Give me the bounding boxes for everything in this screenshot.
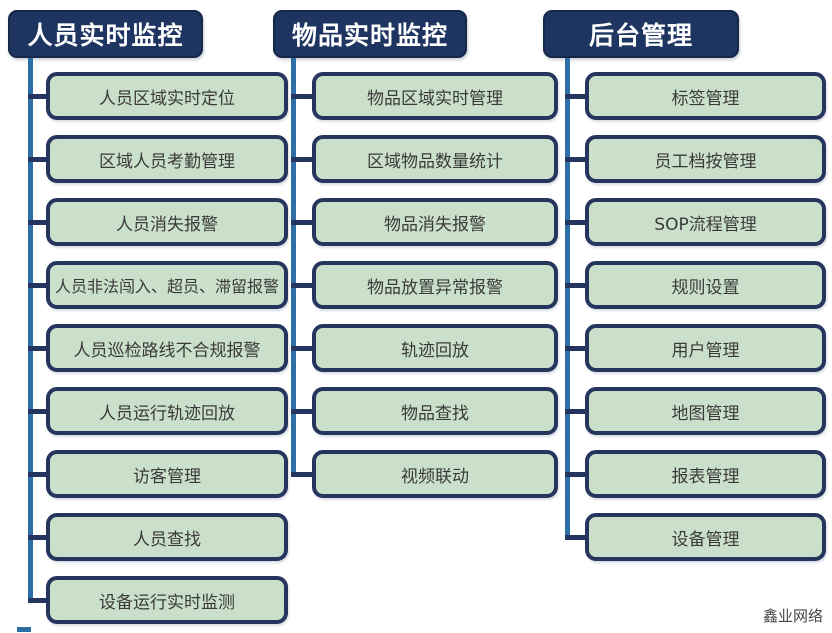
node-asset-monitoring-item-2: 区域物品数量统计	[312, 135, 558, 183]
node-label: 轨迹回放	[401, 340, 469, 361]
node-backend-management-item-8: 设备管理	[585, 513, 826, 561]
node-label: 物品查找	[401, 403, 469, 424]
node-label: 物品区域实时管理	[367, 88, 503, 109]
node-label: 访客管理	[133, 466, 201, 487]
connector-stub	[291, 345, 312, 351]
node-asset-monitoring-item-6: 物品查找	[312, 387, 558, 435]
node-label: 人员巡检路线不合规报警	[73, 340, 261, 361]
node-label: 物品消失报警	[384, 214, 486, 235]
node-personnel-monitoring-item-2: 区域人员考勤管理	[46, 135, 288, 183]
connector-stub	[565, 471, 585, 477]
node-backend-management-item-7: 报表管理	[585, 450, 826, 498]
node-label: 视频联动	[401, 466, 469, 487]
connector-stub	[28, 156, 46, 162]
connector-trunk-backend-management	[565, 58, 570, 540]
node-asset-monitoring-item-7: 视频联动	[312, 450, 558, 498]
node-label: 员工档按管理	[654, 151, 757, 172]
connector-stub	[291, 219, 312, 225]
node-personnel-monitoring-item-3: 人员消失报警	[46, 198, 288, 246]
node-backend-management-item-5: 用户管理	[585, 324, 826, 372]
node-label: 区域物品数量统计	[367, 151, 503, 172]
node-personnel-monitoring-item-4: 人员非法闯入、超员、滞留报警	[46, 261, 288, 309]
column-header-backend-management: 后台管理	[543, 10, 739, 58]
connector-stub	[565, 219, 585, 225]
connector-stub	[28, 219, 46, 225]
node-personnel-monitoring-item-8: 人员查找	[46, 513, 288, 561]
connector-trunk-personnel-monitoring	[28, 58, 33, 603]
node-asset-monitoring-item-3: 物品消失报警	[312, 198, 558, 246]
connector-stub	[28, 282, 46, 288]
node-label: 标签管理	[671, 88, 740, 109]
connector-stub	[565, 408, 585, 414]
connector-stub	[291, 93, 312, 99]
connector-stub	[565, 93, 585, 99]
connector-stub	[565, 282, 585, 288]
node-label: 规则设置	[671, 277, 740, 298]
connector-stub	[28, 471, 46, 477]
node-personnel-monitoring-item-6: 人员运行轨迹回放	[46, 387, 288, 435]
node-label: 人员非法闯入、超员、滞留报警	[54, 277, 279, 296]
node-label: SOP流程管理	[654, 214, 757, 235]
node-asset-monitoring-item-4: 物品放置异常报警	[312, 261, 558, 309]
node-backend-management-item-4: 规则设置	[585, 261, 826, 309]
node-asset-monitoring-item-1: 物品区域实时管理	[312, 72, 558, 120]
connector-stub	[291, 282, 312, 288]
node-label: 设备管理	[671, 529, 740, 550]
connector-stub	[28, 345, 46, 351]
node-label: 人员区域实时定位	[99, 88, 235, 109]
node-label: 人员运行轨迹回放	[99, 403, 235, 424]
column-header-asset-monitoring: 物品实时监控	[273, 10, 467, 58]
connector-stub	[565, 345, 585, 351]
connector-stub	[28, 597, 46, 603]
node-label: 报表管理	[671, 466, 740, 487]
node-asset-monitoring-item-5: 轨迹回放	[312, 324, 558, 372]
node-backend-management-item-2: 员工档按管理	[585, 135, 826, 183]
connector-stub	[291, 408, 312, 414]
node-personnel-monitoring-item-7: 访客管理	[46, 450, 288, 498]
node-label: 用户管理	[671, 340, 740, 361]
connector-stub	[28, 408, 46, 414]
connector-stub	[291, 156, 312, 162]
connector-stub	[565, 534, 585, 540]
connector-stub	[28, 93, 46, 99]
node-backend-management-item-3: SOP流程管理	[585, 198, 826, 246]
node-personnel-monitoring-item-5: 人员巡检路线不合规报警	[46, 324, 288, 372]
stray-connector-fragment	[17, 627, 31, 632]
connector-stub	[291, 471, 312, 477]
node-label: 人员查找	[133, 529, 201, 550]
node-label: 设备运行实时监测	[99, 592, 235, 613]
node-label: 区域人员考勤管理	[99, 151, 235, 172]
node-personnel-monitoring-item-9: 设备运行实时监测	[46, 576, 288, 624]
connector-stub	[28, 534, 46, 540]
node-backend-management-item-6: 地图管理	[585, 387, 826, 435]
node-backend-management-item-1: 标签管理	[585, 72, 826, 120]
node-personnel-monitoring-item-1: 人员区域实时定位	[46, 72, 288, 120]
watermark: 鑫业网络	[763, 607, 824, 625]
node-label: 地图管理	[671, 403, 740, 424]
node-label: 物品放置异常报警	[367, 277, 503, 298]
column-header-personnel-monitoring: 人员实时监控	[8, 10, 203, 58]
node-label: 人员消失报警	[116, 214, 218, 235]
connector-stub	[565, 156, 585, 162]
connector-trunk-asset-monitoring	[291, 58, 296, 477]
